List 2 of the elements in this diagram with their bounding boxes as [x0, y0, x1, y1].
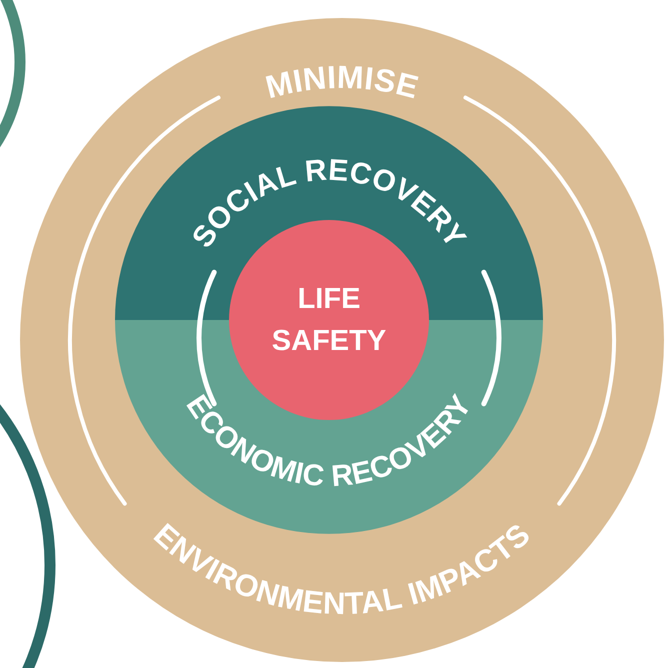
curved-label: MINIMISE: [262, 58, 422, 106]
center-label: LIFE SAFETY: [270, 282, 388, 359]
